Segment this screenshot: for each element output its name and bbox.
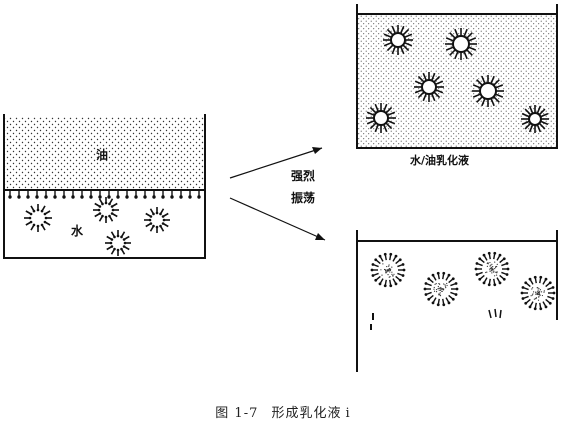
stray-marks (370, 309, 501, 330)
interface-emulsifier-row (8, 190, 200, 199)
emulsifier-molecule (125, 190, 128, 199)
water-droplet (472, 75, 504, 107)
emulsifier-molecule (170, 190, 173, 199)
water-droplet (414, 72, 444, 102)
emulsified-droplet (424, 272, 459, 306)
emulsifier-molecule (116, 190, 119, 199)
water-micelle (24, 204, 52, 232)
emulsifier-molecule (17, 190, 20, 199)
bottom-right-container (357, 230, 557, 372)
left-container (4, 114, 205, 258)
emulsified-droplet (475, 252, 510, 286)
arrowhead-down (315, 233, 325, 240)
emulsifier-molecule (89, 190, 92, 199)
figure-title: 形成乳化液 (272, 406, 342, 421)
arrowhead-up (312, 147, 322, 154)
emulsion-label: 水/油乳化液 (410, 152, 469, 168)
emulsifier-molecule (44, 190, 47, 199)
emulsifier-molecule (62, 190, 65, 199)
water-droplet (445, 28, 477, 60)
water-micelle (144, 207, 170, 233)
water-label: 水 (71, 222, 83, 239)
emulsifier-molecule (188, 190, 191, 199)
water-micelle (105, 230, 131, 256)
figure-caption: 图 1-7 形成乳化液 ⅰ (0, 402, 562, 421)
emulsifier-molecule (26, 190, 29, 199)
figure-number: 图 1-7 (215, 406, 258, 421)
emulsified-droplet (521, 276, 556, 310)
water-micelle (93, 197, 119, 223)
process-label-line1: 强烈 (291, 167, 315, 184)
water-side-micelles (24, 197, 170, 256)
emulsified-droplet (371, 253, 406, 287)
emulsifier-molecule (161, 190, 164, 199)
water-droplet (383, 25, 413, 55)
oil-label: 油 (96, 146, 108, 163)
emulsified-droplets (371, 252, 556, 310)
emulsifier-molecule (134, 190, 137, 199)
emulsifier-molecule (98, 190, 101, 199)
emulsifier-molecule (107, 190, 110, 199)
emulsifier-molecule (152, 190, 155, 199)
emulsifier-molecule (179, 190, 182, 199)
top-right-container (357, 4, 557, 148)
process-label-line2: 振荡 (291, 189, 315, 206)
figure-trailing-glyph: ⅰ (346, 406, 351, 421)
emulsifier-molecule (197, 190, 200, 199)
emulsifier-molecule (8, 190, 11, 199)
emulsifier-molecule (71, 190, 74, 199)
water-droplet (521, 105, 549, 133)
water-droplet (366, 103, 396, 133)
emulsifier-molecule (80, 190, 83, 199)
emulsifier-molecule (53, 190, 56, 199)
emulsifier-molecule (143, 190, 146, 199)
emulsifier-molecule (35, 190, 38, 199)
